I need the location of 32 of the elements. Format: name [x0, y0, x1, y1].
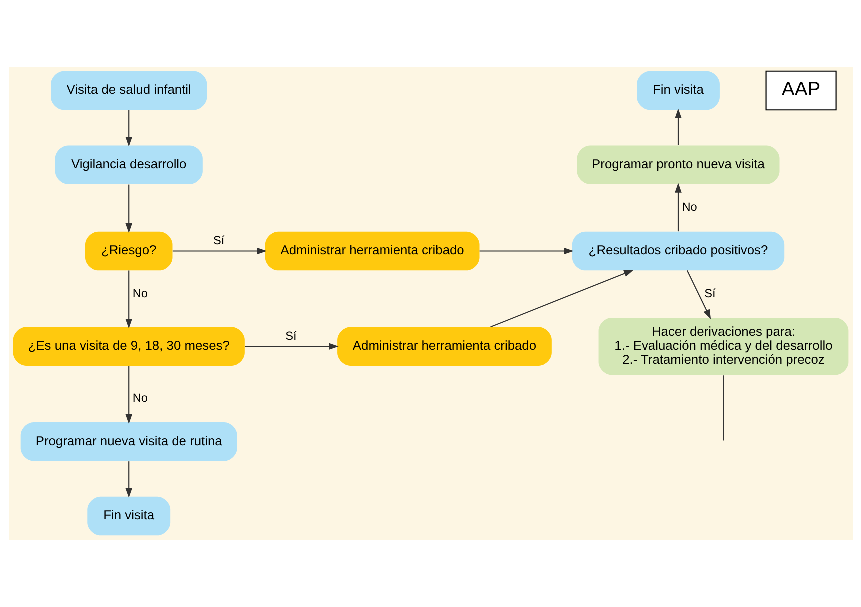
- arrow: [490, 270, 634, 328]
- arrow: [686, 270, 711, 320]
- edge-label: Sí: [285, 328, 296, 343]
- edge-label: No: [132, 286, 148, 300]
- node-box: Hacer derivaciones para: 1.- Evaluación médica y del desarrollo 2.- Tratamiento intervención precoz: [598, 318, 848, 376]
- edge-label: No: [682, 200, 697, 214]
- node-box: ¿Es una visita de 9, 18, 30 meses?: [12, 327, 244, 366]
- edge-label: Sí: [212, 234, 224, 248]
- node-box: Fin visita: [636, 71, 720, 110]
- arrow: [244, 343, 338, 350]
- node-box: Visita de salud infantil: [50, 71, 207, 110]
- arrow: [125, 184, 132, 234]
- node-box: Vigilancia desarrollo: [54, 146, 202, 184]
- arrow: [125, 270, 132, 329]
- node-box: ¿Riesgo?: [84, 232, 172, 271]
- node-box: Administrar herramienta cribado: [337, 327, 552, 366]
- arrow: [125, 366, 132, 424]
- arrow: [674, 108, 682, 146]
- node-box: Programar nueva visita de rutina: [20, 422, 237, 462]
- arrow: [125, 462, 132, 498]
- connector: [722, 376, 724, 441]
- arrow: [479, 248, 574, 255]
- node-box: Programar pronto nueva visita: [576, 146, 780, 184]
- node-box: Fin visita: [87, 496, 170, 536]
- arrow: [125, 110, 132, 147]
- arrow: [172, 248, 266, 255]
- node-box: Administrar herramienta cribado: [264, 232, 480, 271]
- edge-label: No: [132, 390, 148, 405]
- arrow: [674, 183, 682, 232]
- edge-label: Sí: [704, 286, 716, 300]
- node-box: ¿Resultados cribado positivos?: [572, 232, 784, 271]
- node-box: AAP: [765, 70, 836, 111]
